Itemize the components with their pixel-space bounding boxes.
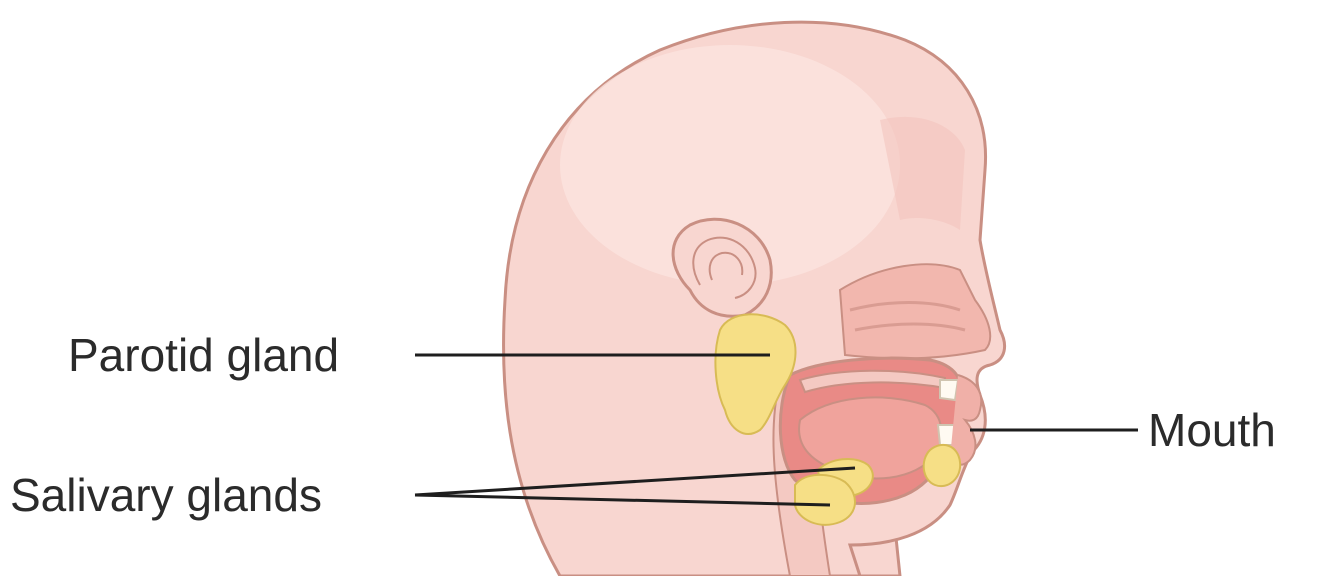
- label-salivary: Salivary glands: [10, 469, 322, 521]
- label-parotid: Parotid gland: [68, 329, 339, 381]
- submandibular-gland: [795, 475, 855, 525]
- anterior-gland: [924, 445, 961, 486]
- label-mouth: Mouth: [1148, 404, 1276, 456]
